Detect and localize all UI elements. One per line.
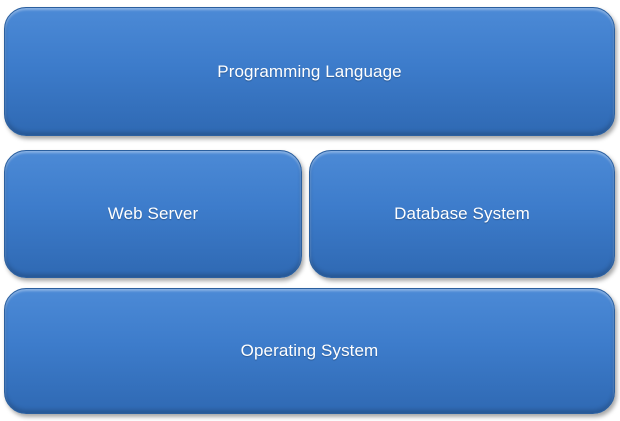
operating-system-label: Operating System: [240, 341, 379, 360]
operating-system-block: Operating System: [4, 288, 615, 414]
programming-language-block: Programming Language: [4, 7, 615, 136]
programming-language-label: Programming Language: [217, 61, 402, 81]
web-server-block: Web Server: [4, 150, 302, 278]
database-system-block: Database System: [309, 150, 615, 278]
database-system-label: Database System: [394, 204, 530, 223]
web-server-label: Web Server: [107, 204, 199, 223]
